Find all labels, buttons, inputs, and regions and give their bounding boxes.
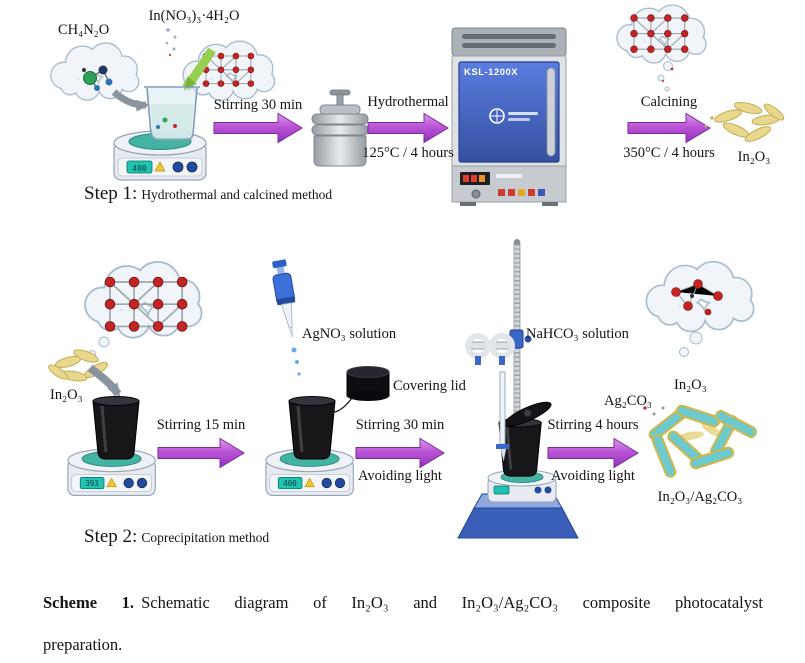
step1-caption: Step 1:Hydrothermal and calcined method <box>84 183 332 205</box>
magnetic-stirrer-3: 400 <box>265 448 354 496</box>
caption-text: Schematic diagram of In₂O₃ and In₂O₃/Ag₂… <box>141 593 763 612</box>
label-nahco3: NaHCO₃ solution <box>526 326 629 342</box>
svg-text:400: 400 <box>283 479 297 488</box>
step2-label: Step 2: <box>84 526 138 547</box>
label-stirring-15min: Stirring 15 min <box>156 417 246 433</box>
product-molecules <box>671 279 723 316</box>
step1-desc: Hydrothermal and calcined method <box>141 187 333 202</box>
pour-arrow-green <box>182 47 216 92</box>
label-calcining: Calcining <box>640 94 698 110</box>
in2o3-particles <box>704 101 785 142</box>
svg-text:393: 393 <box>85 479 99 488</box>
furnace-model-label: KSL-1200X <box>464 67 519 78</box>
label-calcining-temp: 350°C / 4 hours <box>623 145 715 161</box>
label-stirring-30min: Stirring 30 min <box>213 97 303 113</box>
pipette-drops <box>291 347 301 376</box>
label-urea: CH₄N₂O <box>58 22 110 38</box>
process-arrow-3 <box>627 112 711 144</box>
speck-trail <box>643 406 665 416</box>
svg-text:400: 400 <box>132 164 147 173</box>
burette <box>496 371 509 462</box>
process-arrow-1 <box>213 112 303 144</box>
label-composite-product: In₂O₃/Ag₂CO₃ <box>657 489 743 505</box>
magnetic-stirrer-1: 400 <box>113 130 207 181</box>
process-arrow-5 <box>355 437 445 469</box>
black-beaker-2 <box>287 395 337 461</box>
label-covering-lid: Covering lid <box>393 378 466 394</box>
step2-desc: Coprecipitation method <box>141 530 270 545</box>
pipette <box>272 259 296 338</box>
magnetic-stirrer-2: 393 <box>67 448 156 496</box>
label-agno3: AgNO₃ solution <box>302 326 397 342</box>
step2-caption: Step 2:Coprecipitation method <box>84 526 269 548</box>
tube-furnace <box>451 27 567 206</box>
covering-lid <box>346 366 390 401</box>
label-stirring-30min-2: Stirring 30 min <box>355 417 445 433</box>
process-arrow-4 <box>157 437 245 469</box>
process-arrow-6 <box>547 437 639 469</box>
in2o3-cloud <box>84 261 203 358</box>
autoclave <box>311 89 369 167</box>
label-in2o3-b: In₂O₃ <box>674 377 707 393</box>
process-arrow-2 <box>367 112 449 144</box>
lid-cord <box>313 397 353 414</box>
urea-cloud <box>50 42 140 101</box>
label-avoiding-light-1: Avoiding light <box>358 468 442 484</box>
pour-arrow-gray-2 <box>87 364 122 398</box>
glass-beaker <box>144 86 200 141</box>
bubble-trail <box>679 331 703 357</box>
indium-nitrate-cloud <box>165 28 276 102</box>
label-hydrothermal: Hydrothermal <box>367 94 449 110</box>
burette-stand <box>457 239 579 539</box>
pour-arrow-gray <box>111 89 150 112</box>
label-stirring-4hours: Stirring 4 hours <box>547 417 639 433</box>
product-cloud <box>645 260 755 357</box>
label-in2o3-product: In₂O₃ <box>737 149 771 165</box>
caption-label: Scheme 1. <box>43 593 135 612</box>
label-ag2co3: Ag₂CO₃ <box>604 393 652 409</box>
label-hydrothermal-temp: 125°C / 4 hours <box>362 145 454 161</box>
composite-rod-cluster <box>646 403 759 480</box>
label-avoiding-light-2: Avoiding light <box>551 468 635 484</box>
furnace-logo-icon <box>489 108 538 124</box>
bubble-trail <box>657 61 673 92</box>
sparkle-trail <box>165 28 177 57</box>
furnace-door-handle <box>546 67 556 157</box>
calcining-cloud <box>616 4 707 92</box>
black-beaker-1 <box>91 395 141 461</box>
figure-caption: Scheme 1. Schematic diagram of In₂O₃ and … <box>43 582 763 663</box>
label-in2o3-input: In₂O₃ <box>50 387 83 403</box>
burette-clamp <box>465 329 532 365</box>
caption-line-2: preparation. <box>43 635 123 655</box>
urea-molecule <box>82 65 113 91</box>
label-indium-nitrate: In(NO₃)₃·4H₂O <box>148 8 240 24</box>
stand-base <box>457 507 579 539</box>
caption-line-1: Scheme 1. Schematic diagram of In₂O₃ and … <box>43 582 763 624</box>
step1-label: Step 1: <box>84 183 138 204</box>
